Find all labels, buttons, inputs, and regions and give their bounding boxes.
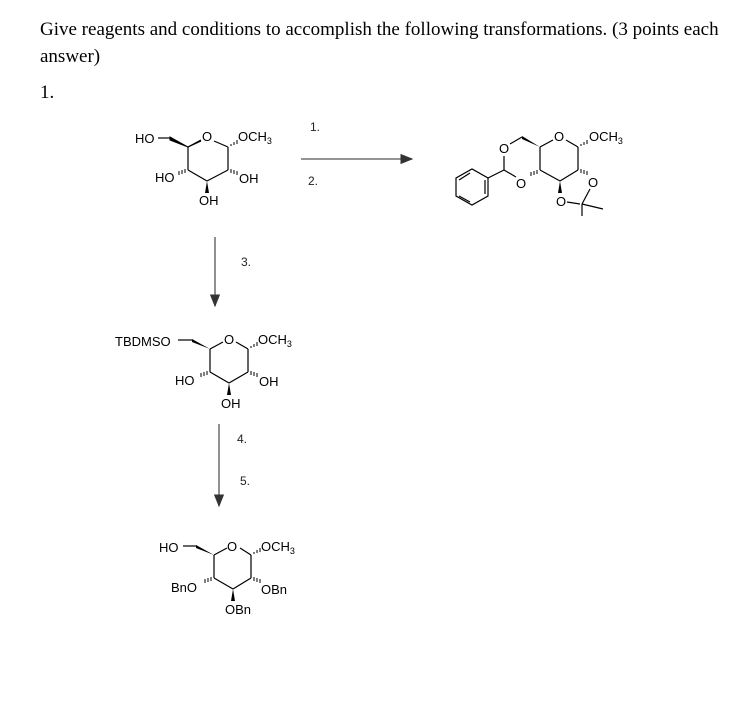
label-obn-c2: OBn xyxy=(261,582,287,597)
label-ome: OCH3 xyxy=(261,539,295,556)
label-bno-c4: BnO xyxy=(171,580,197,595)
label-ring-o: O xyxy=(224,332,234,347)
label-ho-c6: HO xyxy=(135,131,155,146)
step-4-label: 4. xyxy=(237,432,247,446)
label-oh-c3: OH xyxy=(221,396,241,411)
label-oh-c2: OH xyxy=(259,374,279,389)
label-ome: OCH3 xyxy=(589,129,623,146)
step-5-label: 5. xyxy=(240,474,250,488)
label-ring-o: O xyxy=(554,129,564,144)
question-prompt: Give reagents and conditions to accompli… xyxy=(40,19,719,67)
molecule-product-b: TBDMSO O OCH3 HO OH OH xyxy=(115,332,292,411)
label-ho-c4: HO xyxy=(155,170,175,185)
label-ome: OCH3 xyxy=(258,332,292,349)
label-ring-o: O xyxy=(202,129,212,144)
label-ho-c4: HO xyxy=(175,373,195,388)
label-oh-c3: OH xyxy=(199,193,219,208)
question-number: 1. xyxy=(40,82,55,103)
label-iso-o-bottom: O xyxy=(556,194,566,209)
molecule-product-c: HO O OCH3 BnO OBn OBn xyxy=(159,539,295,617)
label-iso-o-right: O xyxy=(588,175,598,190)
molecule-product-a: O OCH3 O O O O xyxy=(455,129,623,216)
label-acetal-o-top: O xyxy=(499,141,509,156)
step-1-label: 1. xyxy=(310,120,320,134)
label-ring-o: O xyxy=(227,539,237,554)
label-acetal-o-bottom: O xyxy=(516,176,526,191)
label-tbdmso: TBDMSO xyxy=(115,334,171,349)
molecule-start: HO O OCH3 HO OH OH xyxy=(135,129,272,208)
label-oh-c2: OH xyxy=(239,171,259,186)
label-ho-c6: HO xyxy=(159,540,179,555)
step-2-label: 2. xyxy=(308,174,318,188)
step-3-label: 3. xyxy=(241,255,251,269)
label-ome: OCH3 xyxy=(238,129,272,146)
label-obn-c3: OBn xyxy=(225,602,251,617)
